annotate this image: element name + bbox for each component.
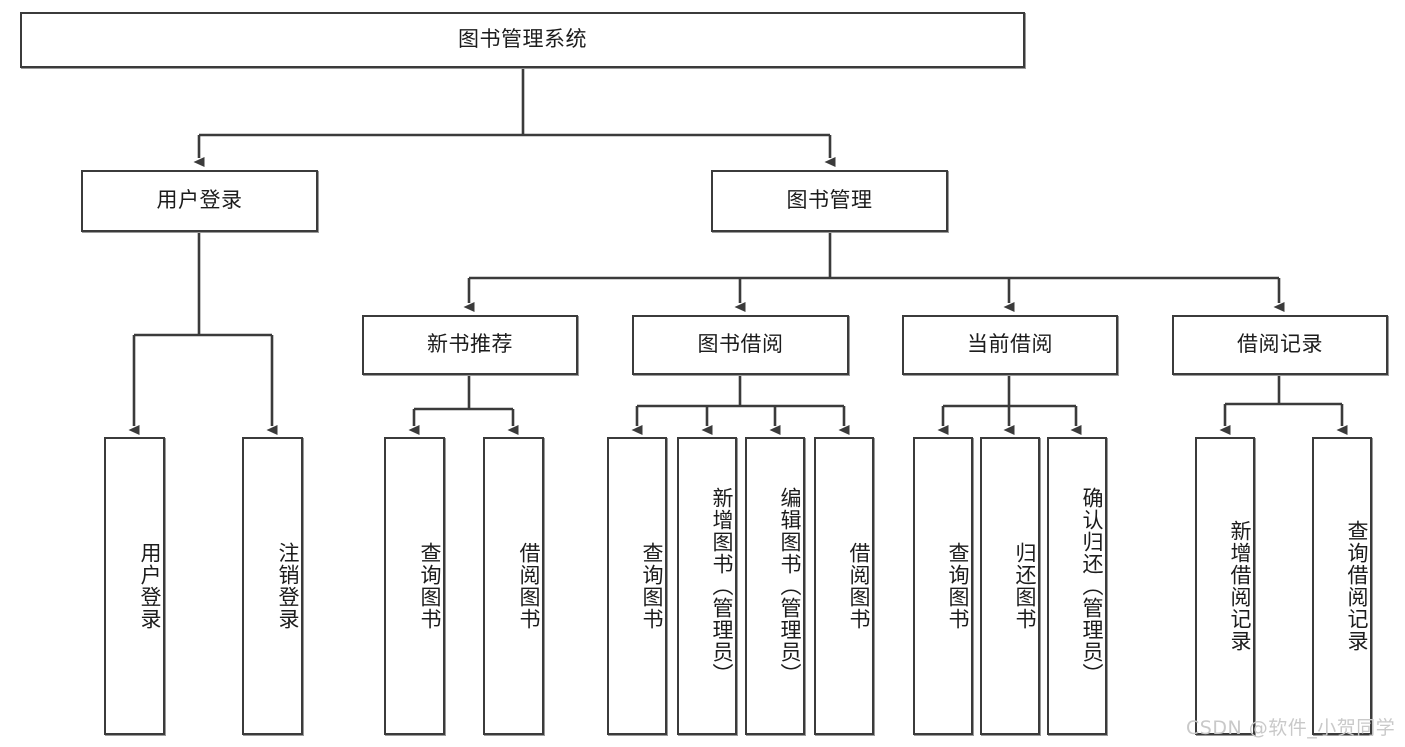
csdn-watermark: CSDN @软件_小贺同学 [1186, 717, 1396, 739]
leaf-user-login-login[interactable]: 用户登录 [104, 437, 165, 735]
leaf-borrow-edit-book-admin[interactable]: 编辑图书（管理员） [745, 437, 805, 735]
leaf-borrow-borrow-book[interactable]: 借阅图书 [814, 437, 874, 735]
node-label: 借阅图书 [517, 542, 541, 630]
node-label: 编辑图书（管理员） [778, 487, 802, 685]
leaf-current-confirm-return-admin[interactable]: 确认归还（管理员） [1047, 437, 1107, 735]
node-new-book-recommend[interactable]: 新书推荐 [362, 315, 578, 375]
leaf-recommend-borrow-book[interactable]: 借阅图书 [483, 437, 544, 735]
node-label: 查询图书 [946, 542, 970, 630]
node-label: 新书推荐 [427, 332, 513, 357]
node-label: 借阅记录 [1237, 332, 1323, 357]
leaf-borrow-query-book[interactable]: 查询图书 [607, 437, 667, 735]
node-book-management[interactable]: 图书管理 [711, 170, 948, 232]
leaf-recommend-query-book[interactable]: 查询图书 [384, 437, 445, 735]
node-label: 用户登录 [138, 542, 162, 630]
leaf-current-return-book[interactable]: 归还图书 [980, 437, 1040, 735]
leaf-current-query-book[interactable]: 查询图书 [913, 437, 973, 735]
node-label: 确认归还（管理员） [1080, 487, 1104, 685]
node-current-borrow[interactable]: 当前借阅 [902, 315, 1118, 375]
node-label: 查询图书 [640, 542, 664, 630]
node-label: 归还图书 [1013, 542, 1037, 630]
leaf-record-add-record[interactable]: 新增借阅记录 [1195, 437, 1255, 735]
node-book-borrow[interactable]: 图书借阅 [632, 315, 849, 375]
node-label: 图书管理系统 [458, 27, 587, 52]
node-label: 查询借阅记录 [1345, 520, 1369, 652]
node-label: 新增图书（管理员） [710, 487, 734, 685]
node-label: 借阅图书 [847, 542, 871, 630]
node-label: 用户登录 [156, 188, 243, 213]
leaf-user-login-logout[interactable]: 注销登录 [242, 437, 303, 735]
node-root-system[interactable]: 图书管理系统 [20, 12, 1025, 68]
node-label: 新增借阅记录 [1228, 520, 1252, 652]
node-label: 当前借阅 [967, 332, 1053, 357]
node-label: 图书借阅 [697, 332, 784, 357]
node-user-login[interactable]: 用户登录 [81, 170, 318, 232]
leaf-borrow-add-book-admin[interactable]: 新增图书（管理员） [677, 437, 737, 735]
node-label: 查询图书 [418, 542, 442, 630]
leaf-record-query-record[interactable]: 查询借阅记录 [1312, 437, 1372, 735]
node-label: 注销登录 [276, 542, 300, 630]
node-label: 图书管理 [786, 188, 873, 213]
node-borrow-record[interactable]: 借阅记录 [1172, 315, 1388, 375]
